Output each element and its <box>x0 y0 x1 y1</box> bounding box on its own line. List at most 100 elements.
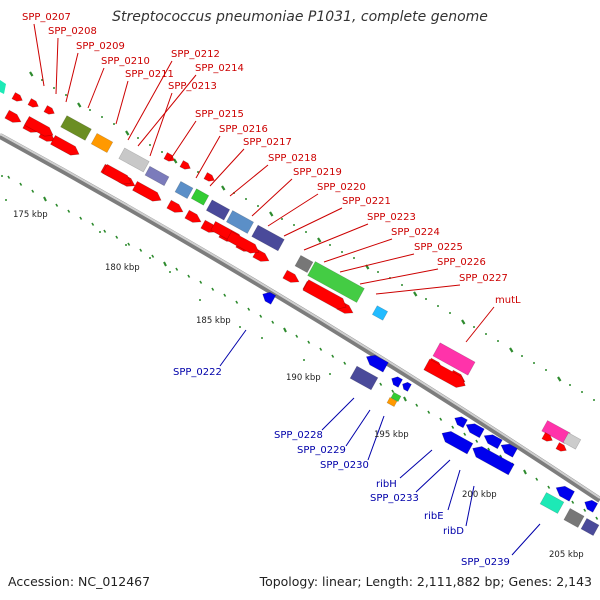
scale-tick <box>593 399 595 401</box>
leader-line <box>399 449 433 479</box>
gene-label[interactable]: SPP_0220 <box>317 182 366 193</box>
feature-box <box>562 432 582 450</box>
scale-tick <box>307 340 311 344</box>
scale-tick <box>175 267 179 271</box>
gene-label[interactable]: SPP_0227 <box>459 273 508 284</box>
scale-tick <box>235 300 239 304</box>
scale-tick <box>473 326 475 328</box>
scale-tick <box>331 354 335 358</box>
gene-label[interactable]: SPP_0208 <box>48 26 97 37</box>
scale-tick <box>497 340 499 342</box>
scale-tick <box>571 500 575 504</box>
genome-summary: Topology: linear; Length: 2,111,882 bp; … <box>259 574 592 589</box>
scale-tick <box>343 361 347 365</box>
gene-label[interactable]: ribH <box>376 479 397 490</box>
gene-label[interactable]: SPP_0223 <box>367 212 416 223</box>
scale-tick <box>99 231 101 233</box>
scale-tick <box>261 337 263 339</box>
scale-tick <box>163 261 167 267</box>
reverse-gene-arrow <box>500 443 518 458</box>
scale-tick <box>305 231 307 233</box>
scale-tick <box>221 185 226 191</box>
leader-line <box>465 306 495 343</box>
feature-box <box>371 305 389 321</box>
scale-tick <box>521 355 523 357</box>
scale-tick <box>583 508 587 512</box>
scale-tick <box>569 384 571 386</box>
gene-label[interactable]: SPP_0225 <box>414 242 463 253</box>
scale-tick <box>353 257 355 259</box>
feature-box <box>205 199 231 221</box>
scale-label: 180 kbp <box>105 263 140 273</box>
forward-gene-arrow <box>555 442 567 452</box>
scale-tick <box>437 305 439 307</box>
scale-tick <box>223 293 227 297</box>
scale-tick <box>53 87 55 89</box>
scale-tick <box>329 373 331 375</box>
scale-tick <box>269 211 274 217</box>
scale-tick <box>557 376 562 382</box>
reverse-gene-arrow <box>441 431 474 455</box>
genome-backbone-highlight <box>0 133 600 499</box>
feature-box <box>580 517 600 537</box>
gene-label[interactable]: SPP_0239 <box>461 557 510 568</box>
scale-tick <box>29 71 34 77</box>
scale-tick <box>439 417 443 421</box>
reverse-gene-arrow <box>402 381 412 392</box>
gene-label[interactable]: SPP_0215 <box>195 109 244 120</box>
scale-tick <box>281 218 283 220</box>
forward-gene-arrow <box>423 358 466 388</box>
leader-line <box>323 238 393 263</box>
gene-label[interactable]: SPP_0218 <box>268 153 317 164</box>
scale-tick <box>509 347 514 353</box>
gene-label[interactable]: SPP_0228 <box>274 430 323 441</box>
reverse-genes <box>262 291 600 537</box>
gene-label[interactable]: ribE <box>424 511 444 522</box>
forward-gene-arrow <box>4 109 22 123</box>
gene-label[interactable]: SPP_0221 <box>342 196 391 207</box>
gene-label[interactable]: SPP_0216 <box>219 124 268 135</box>
gene-label[interactable]: SPP_0219 <box>293 167 342 178</box>
genome-backbone <box>0 133 600 503</box>
scale-tick <box>535 477 539 481</box>
scale-tick <box>259 314 263 318</box>
forward-gene-arrow <box>302 279 347 310</box>
gene-label[interactable]: SPP_0211 <box>125 69 174 80</box>
scale-tick <box>199 299 201 301</box>
scale-tick <box>499 454 503 458</box>
gene-label[interactable]: SPP_0222 <box>173 367 222 378</box>
reverse-gene-arrow <box>483 434 503 450</box>
scale-tick <box>379 382 383 386</box>
gene-label[interactable]: SPP_0213 <box>168 81 217 92</box>
scale-tick <box>31 189 35 193</box>
scale-tick <box>523 469 527 475</box>
scale-tick <box>247 307 251 311</box>
leader-line <box>367 415 385 461</box>
scale-tick <box>403 396 407 402</box>
gene-label[interactable]: SPP_0224 <box>391 227 440 238</box>
gene-label[interactable]: mutL <box>495 295 521 306</box>
scale-tick <box>77 102 82 108</box>
gene-label[interactable]: SPP_0233 <box>370 493 419 504</box>
leader-line <box>251 178 293 217</box>
scale-tick <box>103 229 107 233</box>
gene-label[interactable]: SPP_0214 <box>195 63 244 74</box>
gene-label[interactable]: SPP_0207 <box>22 12 71 23</box>
gene-label[interactable]: ribD <box>443 526 464 537</box>
gene-label[interactable]: SPP_0229 <box>297 445 346 456</box>
gene-label[interactable]: SPP_0217 <box>243 137 292 148</box>
scale-label: 175 kbp <box>13 210 48 220</box>
scale-tick <box>169 271 171 273</box>
gene-label[interactable]: SPP_0226 <box>437 257 486 268</box>
gene-label[interactable]: SPP_0209 <box>76 41 125 52</box>
scale-tick <box>487 447 491 451</box>
scale-tick <box>303 359 305 361</box>
scale-tick <box>581 391 583 393</box>
gene-label[interactable]: SPP_0212 <box>171 49 220 60</box>
scale-tick <box>197 171 199 173</box>
scale-label: 190 kbp <box>286 373 321 383</box>
gene-label[interactable]: SPP_0210 <box>101 56 150 67</box>
scale-tick <box>413 291 418 297</box>
scale-tick <box>115 235 119 239</box>
gene-label[interactable]: SPP_0230 <box>320 460 369 471</box>
